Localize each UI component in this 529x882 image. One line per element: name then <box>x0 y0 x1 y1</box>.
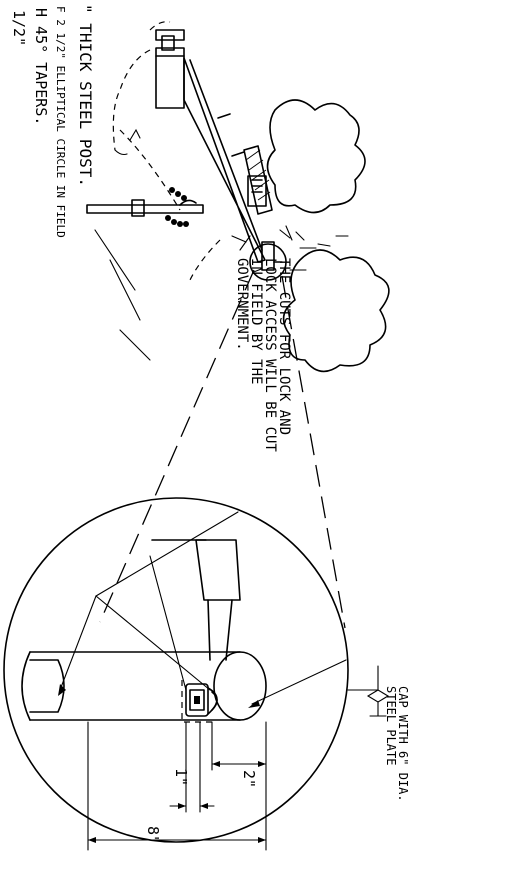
projection-lines <box>99 269 346 629</box>
cuts-callout: THE CUTS FOR LOCK AND LOCK ACCESS WILL B… <box>234 258 292 452</box>
cap-callout-line-1: CAP WITH 6" DIA. <box>396 686 410 802</box>
gate-overview <box>86 21 390 373</box>
cuts-callout-line-3: IN FIELD BY THE <box>248 258 264 384</box>
cuts-callout-line-1: THE CUTS FOR LOCK AND <box>276 258 292 435</box>
chain <box>165 187 189 227</box>
general-notes: 1/2" H 45° TAPERS. F 2 1/2" ELLIPTICAL C… <box>10 4 95 238</box>
detail-circle <box>3 497 349 843</box>
note-line-3: F 2 1/2" ELLIPTICAL CIRCLE IN FIELD <box>54 6 67 238</box>
cuts-callout-line-4: GOVERNMENT. <box>234 258 250 351</box>
cap-callout: CAP WITH 6" DIA. STEEL PLATE <box>347 665 410 802</box>
dimension-2in: 2" <box>240 770 258 788</box>
dimension-8in: 8" <box>144 826 162 844</box>
cap-callout-line-2: STEEL PLATE <box>384 686 398 765</box>
note-line-4: " THICK STEEL POST. <box>76 4 95 187</box>
lock-hasp <box>181 680 218 723</box>
cuts-callout-line-2: LOCK ACCESS WILL BE CUT <box>262 258 278 452</box>
dimensions: 2" 1" 8" <box>87 721 267 851</box>
dimension-1in: 1" <box>172 768 190 786</box>
note-line-2: H 45° TAPERS. <box>32 8 50 125</box>
note-line-1: 1/2" <box>10 10 28 46</box>
